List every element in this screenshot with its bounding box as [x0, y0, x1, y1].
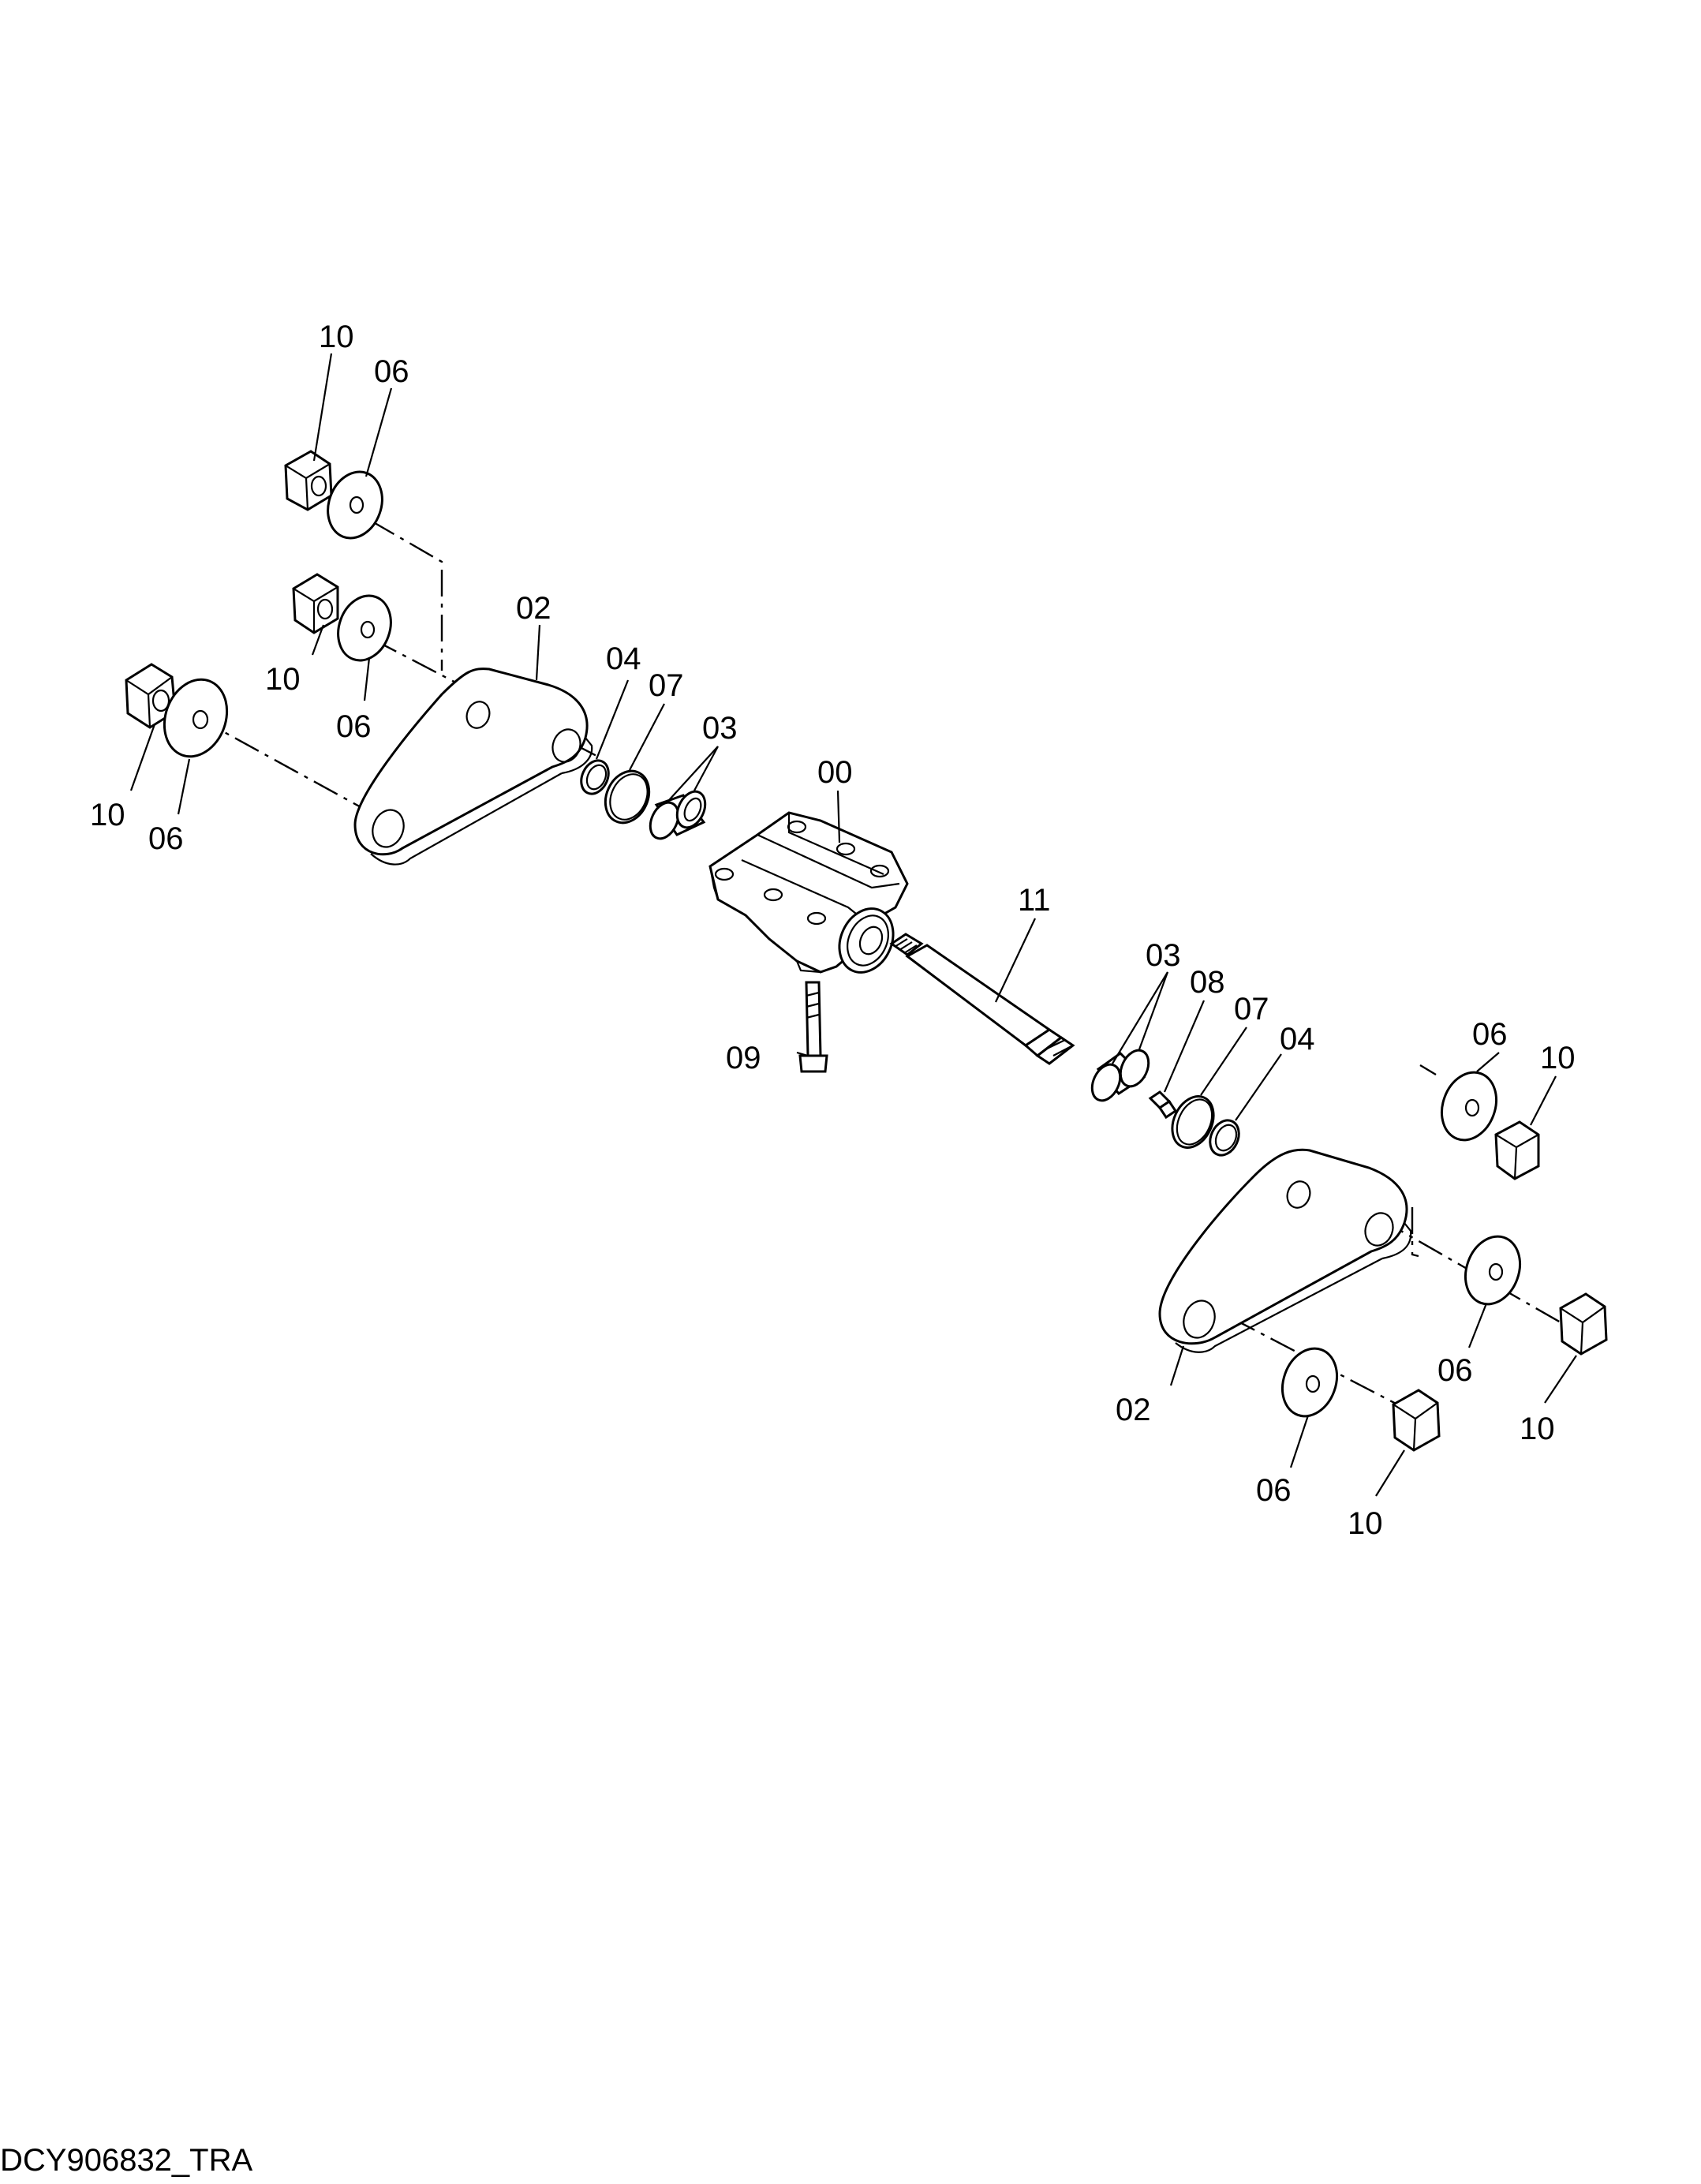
label-10-low-left: 10 — [90, 798, 125, 832]
label-04-right: 04 — [1280, 1022, 1315, 1056]
washer-06-low-right — [1281, 1347, 1338, 1418]
washer-06-low-left — [163, 678, 229, 758]
label-11-shaft: 11 — [1018, 883, 1051, 918]
label-07-right: 07 — [1234, 992, 1269, 1027]
housing-00 — [708, 811, 909, 974]
nut-10-mid-left — [292, 573, 339, 634]
grease-fitting-08 — [1148, 1090, 1178, 1120]
label-10-top-left: 10 — [319, 320, 354, 354]
o-ring-07-left — [604, 769, 651, 825]
label-06-top-left: 06 — [374, 354, 409, 389]
nut-10-mid-right — [1559, 1292, 1608, 1356]
label-10-mid-right: 10 — [1520, 1412, 1555, 1446]
label-00-housing: 00 — [817, 755, 853, 790]
label-10-upper-right: 10 — [1540, 1041, 1576, 1075]
label-06-low-right: 06 — [1256, 1473, 1292, 1508]
label-10-mid-left: 10 — [265, 662, 301, 697]
label-06-mid-right: 06 — [1437, 1353, 1473, 1388]
seal-04-left — [580, 759, 610, 795]
bracket-02-left — [353, 668, 593, 866]
part-labels: 10 06 02 10 06 04 07 03 10 06 00 11 09 0… — [90, 320, 1576, 1541]
label-09-bolt: 09 — [726, 1041, 761, 1075]
label-06-upper-right: 06 — [1472, 1017, 1508, 1052]
label-02-right: 02 — [1116, 1393, 1151, 1427]
washer-06-mid-left — [337, 594, 392, 662]
shaft-11 — [889, 933, 1075, 1065]
bracket-02-right — [1158, 1148, 1412, 1353]
label-03-left: 03 — [702, 711, 738, 746]
label-10-low-right: 10 — [1348, 1506, 1383, 1541]
nut-10-low-right — [1392, 1389, 1441, 1452]
bushing-03-left — [649, 790, 707, 840]
o-ring-07-right — [1171, 1095, 1215, 1149]
seal-04-right — [1209, 1119, 1240, 1157]
label-06-low-left: 06 — [148, 821, 184, 856]
nut-10-upper-right — [1494, 1120, 1540, 1180]
nut-10-top-left — [284, 450, 333, 511]
washer-06-mid-right — [1464, 1235, 1521, 1306]
label-04-left: 04 — [606, 641, 641, 676]
drawing-id: DCY906832_TRA — [0, 2143, 253, 2178]
label-06-mid-left: 06 — [336, 709, 372, 744]
label-08-fitting: 08 — [1190, 965, 1225, 1000]
leader-lines — [129, 353, 1577, 1497]
label-02-left: 02 — [516, 591, 551, 626]
bushing-03-right — [1090, 1049, 1150, 1102]
label-03-right: 03 — [1146, 938, 1181, 973]
label-07-left: 07 — [649, 668, 684, 703]
washer-06-upper-right — [1441, 1071, 1497, 1142]
bolt-09 — [798, 981, 828, 1073]
